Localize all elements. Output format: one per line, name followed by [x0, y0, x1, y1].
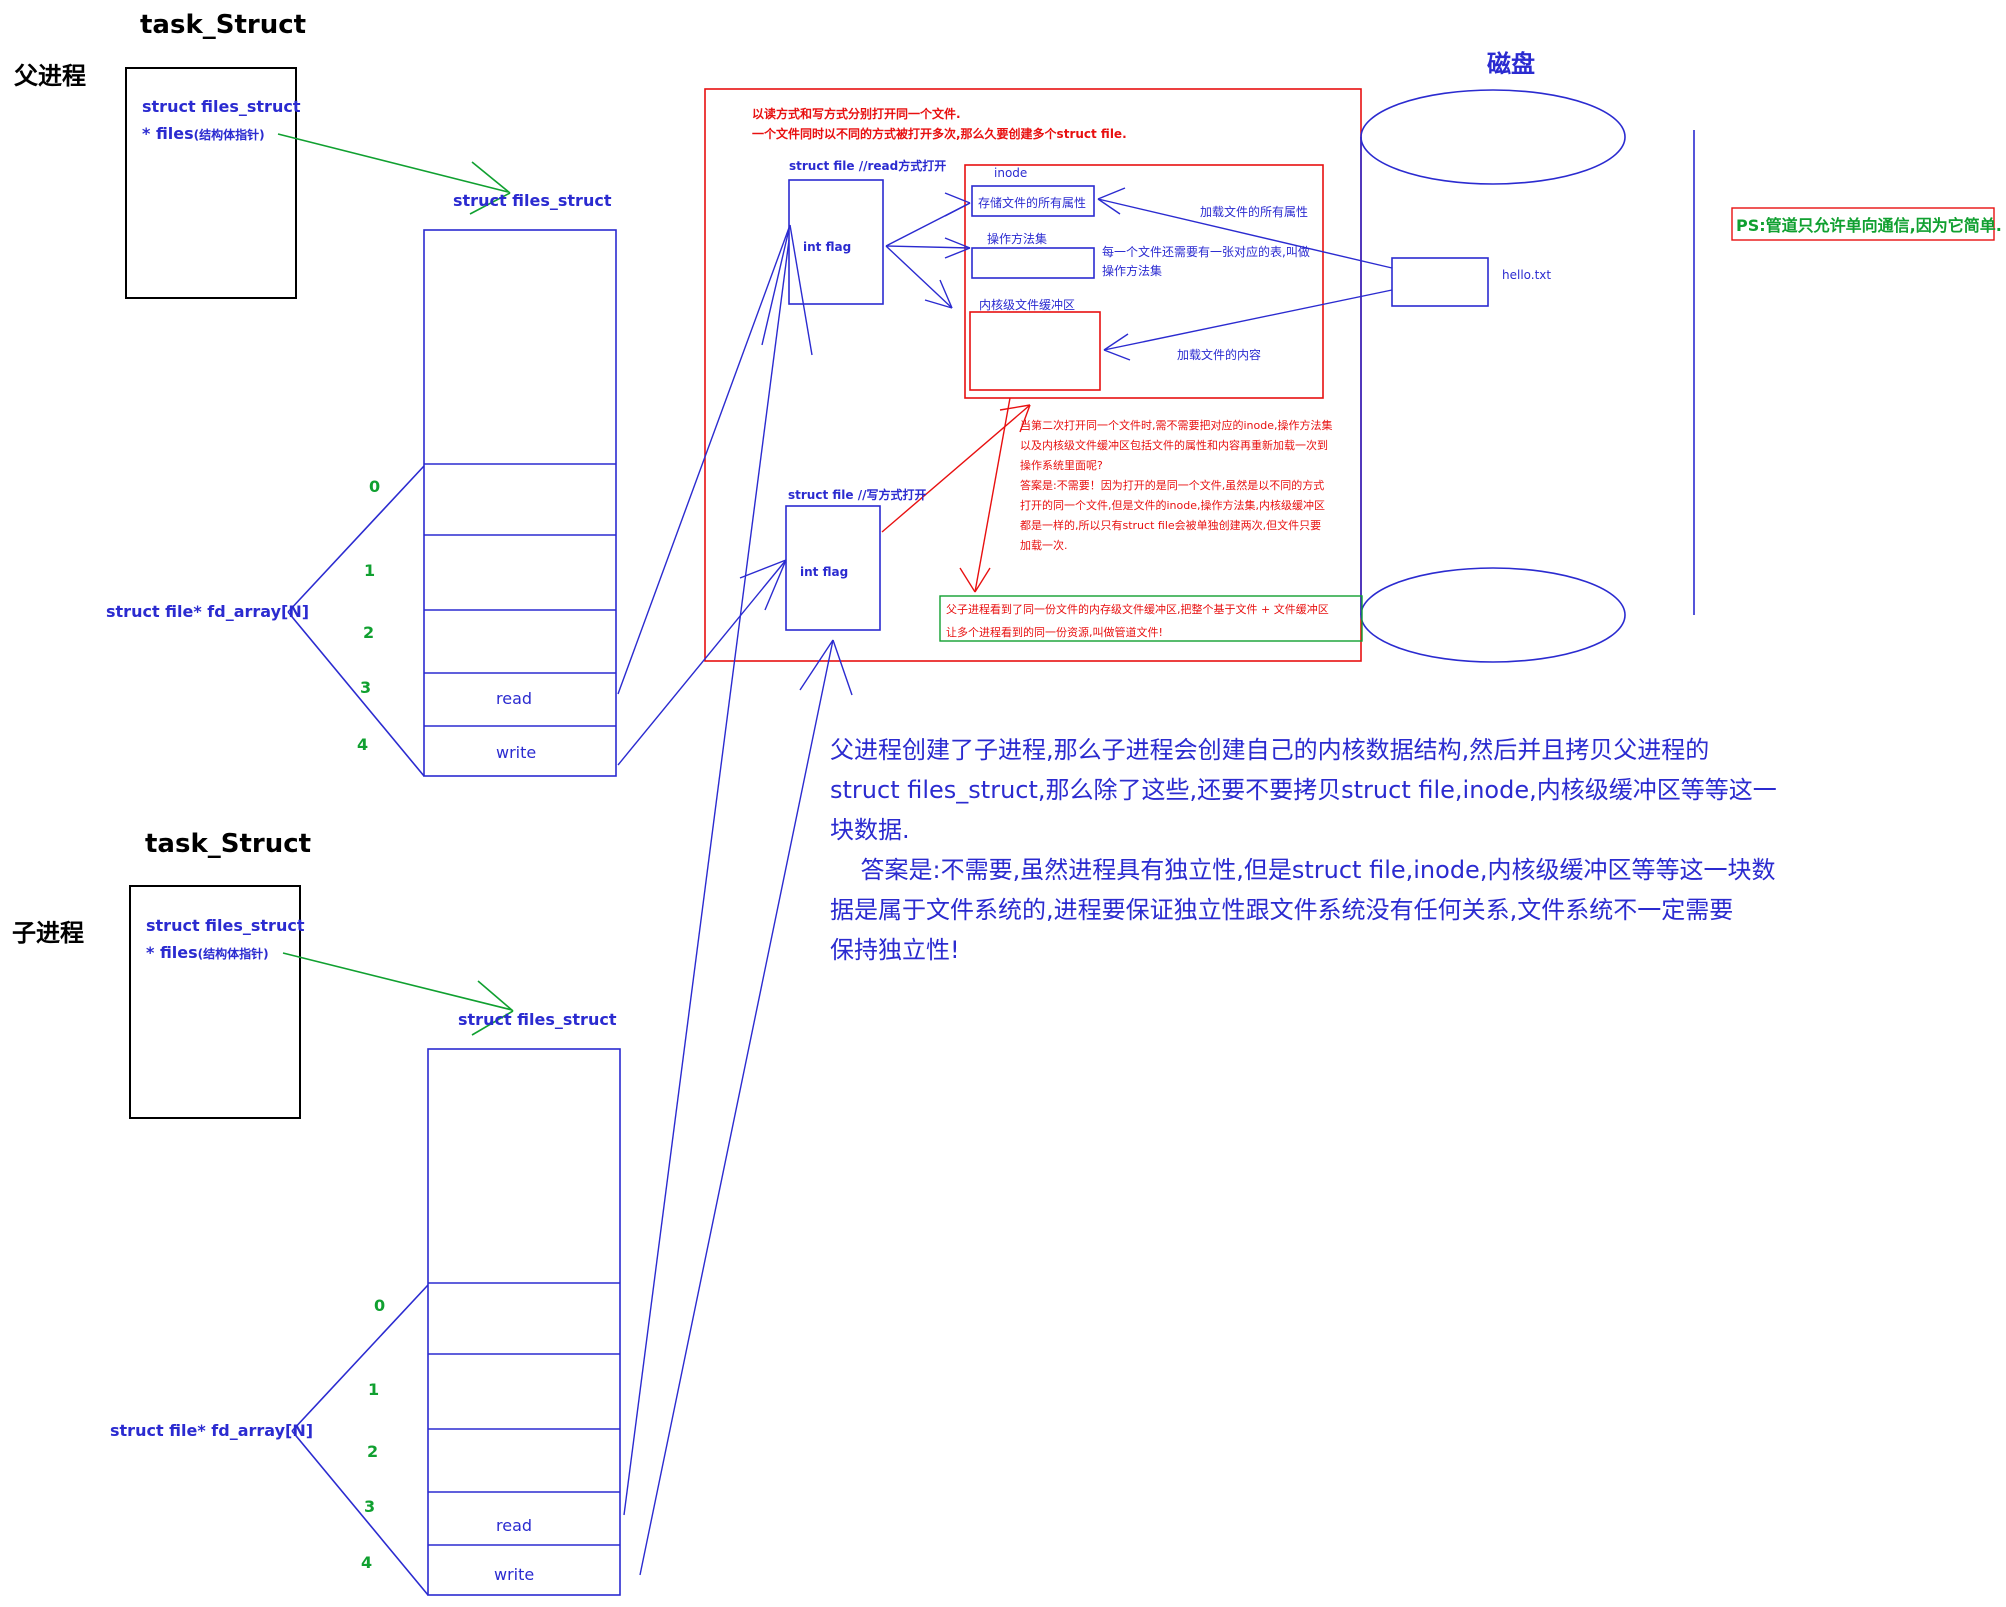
child-fd-array-bracket	[291, 1284, 429, 1596]
parent-task-struct-box	[125, 67, 297, 299]
explanation-line: 父进程创建了子进程,那么子进程会创建自己的内核数据结构,然后并且拷贝父进程的	[830, 736, 1710, 764]
child-fd-index-1: 1	[368, 1380, 380, 1399]
child-read-to-file-arrow	[623, 239, 790, 1516]
child-task-struct-title: task_Struct	[145, 829, 312, 859]
parent-fd-index-3: 3	[360, 678, 372, 697]
parent-process-label: 父进程	[14, 62, 86, 90]
explanation-line: struct files_struct,那么除了这些,还要不要拷贝struct …	[830, 776, 1777, 804]
parent-files-pointer-arrow	[277, 133, 511, 215]
child-files-ptr-line1: struct files_struct	[146, 916, 305, 935]
child-fd-array-label: struct file* fd_array[N]	[110, 1421, 314, 1440]
disk-title: 磁盘	[1487, 50, 1535, 78]
load-content-arrow	[1103, 289, 1393, 361]
child-fd-index-4: 4	[361, 1553, 373, 1572]
pipe-note-box	[939, 595, 1363, 642]
parent-fd-index-1: 1	[364, 561, 376, 580]
explanation-line: 答案是:不需要,虽然进程具有独立性,但是struct file,inode,内核…	[830, 856, 1776, 884]
kernel-buffer-box	[969, 311, 1101, 391]
flag-to-inode-arrows	[885, 192, 971, 309]
parent-fd-array-bracket	[287, 465, 425, 777]
question-line: 以及内核级文件缓冲区包括文件的属性和内容再重新加载一次到	[1020, 439, 1328, 452]
child-files-pointer-arrow	[282, 952, 514, 1036]
ps-note: PS:管道只允许单向通信,因为它简单.	[1736, 216, 2002, 235]
parent-fd-index-2: 2	[363, 623, 375, 642]
child-files-ptr-line2: * files	[146, 943, 198, 962]
parent-slot-read: read	[496, 689, 533, 708]
disk-cylinder	[1360, 89, 1695, 663]
parent-task-struct-title: task_Struct	[140, 10, 307, 40]
parent-files-ptr-line2: * files	[142, 124, 194, 143]
kernel-note-line2: 一个文件同时以不同的方式被打开多次,那么久要创建多个struct file.	[752, 127, 1127, 141]
struct-file-write-box	[785, 505, 881, 631]
child-slot-read: read	[496, 1516, 533, 1535]
inode-label: inode	[994, 166, 1028, 180]
load-attr-text: 加载文件的所有属性	[1200, 205, 1309, 219]
child-files-ptr: * files(结构体指针)	[146, 943, 269, 962]
child-fd-table	[427, 1048, 621, 1596]
struct-file-read-label: struct file //read方式打开	[789, 159, 947, 173]
second-open-question: 当第二次打开同一个文件时,需不需要把对应的inode,操作方法集 以及内核级文件…	[1020, 416, 1333, 556]
parent-fd-table	[423, 229, 617, 777]
child-task-struct-box	[129, 885, 301, 1119]
read-int-flag: int flag	[803, 240, 852, 254]
parent-slot-write: write	[496, 743, 537, 762]
inode-attr-text: 存储文件的所有属性	[978, 196, 1087, 210]
child-fd-index-3: 3	[364, 1497, 376, 1516]
kernel-note-line1: 以读方式和写方式分别打开同一个文件.	[752, 107, 961, 121]
child-fd-index-0: 0	[374, 1296, 386, 1315]
pipe-note-line2: 让多个进程看到的同一份资源,叫做管道文件!	[946, 626, 1163, 639]
child-files-ptr-note: (结构体指针)	[197, 947, 269, 961]
write-to-inode-red-arrow	[881, 404, 1031, 533]
parent-read-to-file-arrow	[617, 224, 813, 695]
inode-attr-box	[971, 185, 1095, 217]
child-write-to-file-arrow	[639, 639, 853, 1576]
child-slot-write: write	[494, 1565, 535, 1584]
load-attr-arrow	[1097, 187, 1393, 269]
explanation-line: 块数据.	[830, 816, 910, 844]
parent-files-ptr-line1: struct files_struct	[142, 97, 301, 116]
child-files-struct-label: struct files_struct	[458, 1010, 617, 1029]
parent-fd-array-label: struct file* fd_array[N]	[106, 602, 310, 621]
pipe-note-line1: 父子进程看到了同一份文件的内存级文件缓冲区,把整个基于文件 + 文件缓冲区	[946, 603, 1329, 616]
ops-note-line2: 操作方法集	[1102, 264, 1163, 278]
load-content-text: 加载文件的内容	[1177, 348, 1262, 362]
struct-file-write-label: struct file //写方式打开	[788, 488, 927, 502]
child-process-label: 子进程	[12, 919, 84, 947]
inode-region-box	[964, 164, 1324, 399]
ops-box	[971, 247, 1095, 279]
question-line: 都是一样的,所以只有struct file会被单独创建两次,但文件只要	[1020, 519, 1322, 532]
parent-write-to-file-arrow	[617, 559, 787, 766]
explanation-line: 保持独立性!	[830, 936, 960, 964]
explanation-line: 据是属于文件系统的,进程要保证独立性跟文件系统没有任何关系,文件系统不一定需要	[830, 896, 1734, 924]
question-line: 当第二次打开同一个文件时,需不需要把对应的inode,操作方法集	[1020, 419, 1333, 432]
parent-fd-index-4: 4	[357, 735, 369, 754]
hello-txt-label: hello.txt	[1502, 268, 1552, 282]
ops-note-line1: 每一个文件还需要有一张对应的表,叫做	[1102, 245, 1310, 259]
ops-label: 操作方法集	[987, 232, 1048, 246]
question-line: 加载一次.	[1020, 539, 1068, 552]
parent-files-struct-label: struct files_struct	[453, 191, 612, 210]
parent-files-ptr: * files(结构体指针)	[142, 124, 265, 143]
parent-files-ptr-note: (结构体指针)	[193, 128, 265, 142]
write-int-flag: int flag	[800, 565, 849, 579]
question-line: 答案是:不需要！因为打开的是同一个文件,虽然是以不同的方式	[1020, 479, 1325, 492]
explanation-paragraph: 父进程创建了子进程,那么子进程会创建自己的内核数据结构,然后并且拷贝父进程的 s…	[830, 730, 1777, 970]
parent-fd-index-0: 0	[369, 477, 381, 496]
question-line: 打开的同一个文件,但是文件的inode,操作方法集,内核级缓冲区	[1020, 499, 1325, 512]
question-to-pipe-red-arrow	[959, 397, 1011, 593]
child-fd-index-2: 2	[367, 1442, 379, 1461]
question-line: 操作系统里面呢?	[1020, 459, 1103, 472]
hello-txt-box	[1391, 257, 1489, 307]
ps-note-box	[1731, 207, 1995, 241]
buffer-label: 内核级文件缓冲区	[979, 298, 1076, 312]
